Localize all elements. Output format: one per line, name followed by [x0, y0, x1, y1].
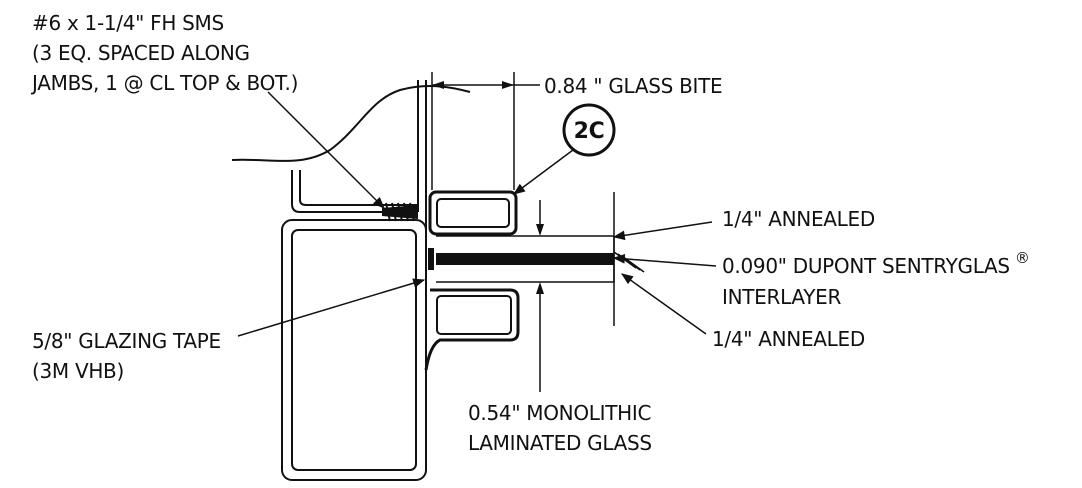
interlayer-line-2: INTERLAYER	[722, 285, 841, 309]
glass-bite-dimension	[431, 72, 532, 190]
laminated-glass	[436, 235, 615, 283]
main-frame-tube	[281, 219, 427, 481]
screw-note-line-3: JAMBS, 1 @ CL TOP & BOT.)	[30, 71, 298, 95]
upper-frame	[291, 80, 427, 470]
glass-bite-label: 0.84 " GLASS BITE	[544, 74, 722, 98]
screw-leader	[267, 91, 385, 209]
screw-note: #6 x 1-1/4" FH SMS (3 EQ. SPACED ALONG J…	[30, 11, 298, 95]
annealed-bottom-label: 1/4" ANNEALED	[712, 327, 865, 351]
screw-note-line-1: #6 x 1-1/4" FH SMS	[32, 11, 224, 35]
interlayer-line-1: 0.090" DUPONT SENTRYGLAS®	[722, 249, 1030, 278]
upper-glazing-stop	[428, 190, 518, 236]
section-tag: 2C	[513, 103, 616, 195]
section-tag-label: 2C	[574, 119, 605, 144]
glazing-tape-line-2: (3M VHB)	[32, 359, 124, 383]
glazing-tape	[428, 248, 434, 270]
glazing-tape-leader	[237, 278, 426, 337]
annealed-top-leader	[612, 221, 713, 241]
annealed-bottom-leader	[621, 273, 707, 335]
interlayer-hatch	[613, 251, 645, 273]
monolithic-line-1: 0.54" MONOLITHIC	[468, 401, 651, 425]
break-line	[231, 85, 471, 162]
glazing-tape-note: 5/8" GLAZING TAPE (3M VHB)	[32, 329, 221, 383]
monolithic-note: 0.54" MONOLITHIC LAMINATED GLASS	[468, 401, 652, 455]
lower-glazing-stop	[424, 288, 520, 371]
thickness-dimension	[536, 192, 615, 392]
interlayer-leader	[612, 254, 717, 267]
monolithic-line-2: LAMINATED GLASS	[468, 431, 652, 455]
annealed-top-label: 1/4" ANNEALED	[722, 207, 875, 231]
screw-note-line-2: (3 EQ. SPACED ALONG	[32, 41, 250, 65]
screw	[382, 202, 418, 222]
interlayer-note: 0.090" DUPONT SENTRYGLAS® INTERLAYER	[722, 249, 1030, 309]
glazing-tape-line-1: 5/8" GLAZING TAPE	[32, 329, 221, 353]
